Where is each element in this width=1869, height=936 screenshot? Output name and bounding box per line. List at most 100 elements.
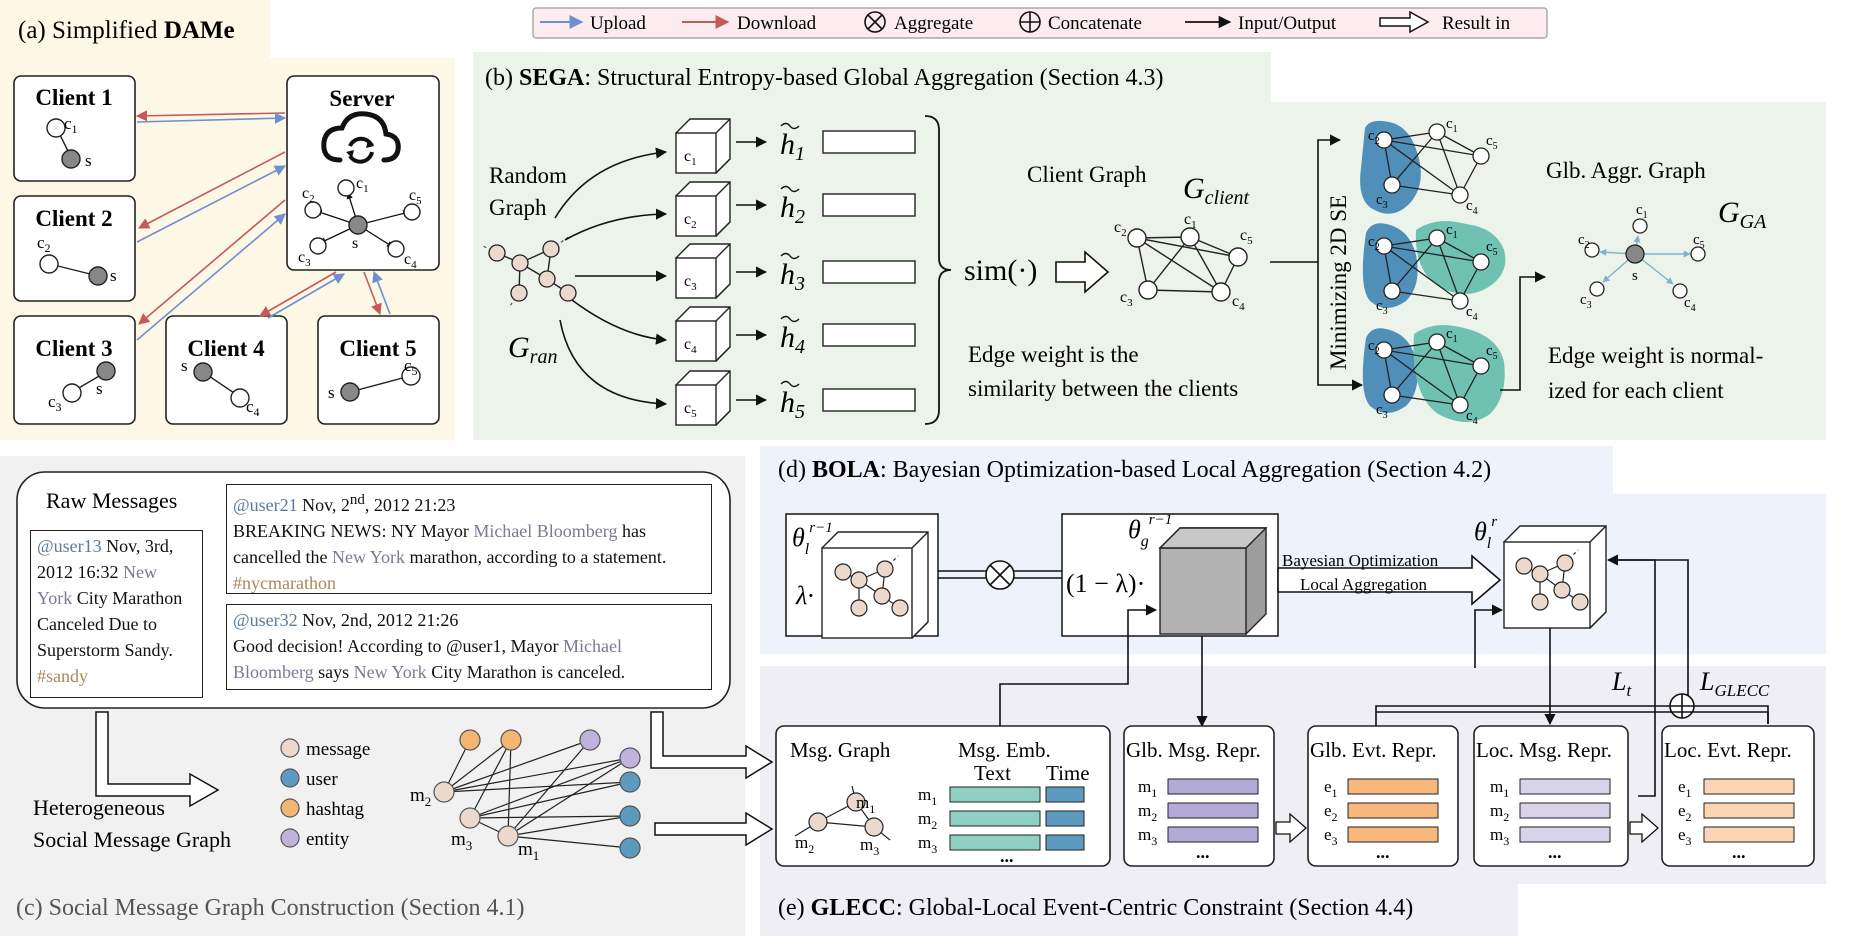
svg-text:h3: h3 <box>780 258 805 295</box>
svg-text:c5: c5 <box>1486 343 1498 362</box>
bola-glecc-connectors <box>999 554 1769 797</box>
client-5-box: Client 5 s c5 <box>317 315 440 425</box>
loss-t-label: Lt <box>1611 667 1632 700</box>
client-graph <box>1127 227 1248 302</box>
client-cube-2: c2 <box>675 181 731 237</box>
minimizing-se-label: Minimizing 2D SE <box>1326 195 1351 370</box>
loss-glecc-label: LGLECC <box>1699 667 1770 700</box>
svg-text:c4: c4 <box>1466 198 1478 217</box>
svg-text:h1: h1 <box>780 128 805 165</box>
client-3-box: Client 3 c3 s <box>13 315 136 425</box>
aggregate-icon <box>864 11 886 33</box>
one-minus-lambda-label: (1 − λ)· <box>1066 569 1145 598</box>
svg-text:c1: c1 <box>1446 326 1458 345</box>
random-graph-to-clients-arrows <box>554 147 668 410</box>
loc-msg-to-evt-arrow <box>1629 812 1659 844</box>
hetero-to-msg-graph-arrow <box>654 811 774 847</box>
glb-msg-to-evt-arrow <box>1275 812 1307 844</box>
to-glb-aggr-arrow <box>1500 271 1547 391</box>
raw-to-msg-graph-arrow <box>650 711 774 780</box>
edge-weight-text: Edge weight is the similarity between th… <box>968 342 1238 401</box>
svg-text:c5: c5 <box>1486 239 1498 258</box>
svg-text:Glb. Msg. Repr.: Glb. Msg. Repr. <box>1126 738 1261 762</box>
svg-text:c3: c3 <box>1376 298 1388 317</box>
legend-aggregate: Aggregate <box>894 13 973 34</box>
minimize-se-arrow <box>1270 134 1342 263</box>
panel-d-title: (d) BOLA: Bayesian Optimization-based Lo… <box>778 457 1491 483</box>
svg-text:c4: c4 <box>1466 304 1478 323</box>
svg-text:c3: c3 <box>1376 192 1388 211</box>
client-2-box: Client 2 c2 s <box>13 195 136 302</box>
svg-text:c4: c4 <box>1466 408 1478 427</box>
svg-text:Text: Text <box>974 761 1011 785</box>
svg-text:Time: Time <box>1046 761 1090 785</box>
random-graph-label: Random Graph <box>489 163 573 220</box>
svg-text:s: s <box>352 235 358 252</box>
updated-local-model-cube <box>1503 525 1607 629</box>
client-graph-labels: c2 c1 c5 c3 c4 <box>1114 211 1253 313</box>
hetero-graph-label: Heterogeneous Social Message Graph <box>33 795 231 852</box>
client-1-box: Client 1 c1 s <box>13 75 136 182</box>
legend-upload: Upload <box>590 13 646 34</box>
raw-message-2: @user21 Nov, 2nd, 2012 21:23 BREAKING NE… <box>226 484 712 594</box>
hetero-graph: m2 m3 m1 <box>410 729 641 863</box>
svg-text:c2: c2 <box>1368 128 1380 147</box>
svg-text:h2: h2 <box>780 191 805 228</box>
bo-label-1: Bayesian Optimization <box>1282 551 1439 570</box>
svg-text:s: s <box>110 266 117 285</box>
raw-message-1: @user13 Nov, 3rd, 2012 16:32 New York Ci… <box>30 530 203 698</box>
client-cube-1: c1 <box>675 118 731 174</box>
svg-text:c4: c4 <box>1684 295 1696 314</box>
loc-msg-repr-box: Loc. Msg. Repr. m1 m2 m3 ... <box>1473 725 1629 867</box>
server-box: Server c1 c2 c5 c3 c4 s <box>286 75 440 271</box>
legend-bar: Upload Download Aggregate Concatenate In… <box>532 7 1548 39</box>
svg-text:Loc. Evt. Repr.: Loc. Evt. Repr. <box>1664 738 1792 762</box>
client-server-arrows <box>135 110 391 341</box>
normalized-text: Edge weight is normal- ized for each cli… <box>1548 343 1769 403</box>
svg-text:...: ... <box>1196 842 1210 862</box>
g-client-label: Gclient <box>1183 172 1250 209</box>
panel-d-title-bg <box>760 446 1613 494</box>
panel-e-title: (e) GLECC: Global-Local Event-Centric Co… <box>778 895 1413 921</box>
svg-text:...: ... <box>1732 842 1746 862</box>
panel-a-title: (a) Simplified DAMe <box>18 17 235 44</box>
svg-text:user: user <box>306 769 338 790</box>
svg-text:...: ... <box>1000 846 1014 866</box>
svg-text:c5: c5 <box>1486 133 1498 152</box>
glb-evt-repr-box: Glb. Evt. Repr. e1 e2 e3 ... <box>1307 725 1459 867</box>
svg-text:Client 5: Client 5 <box>339 336 416 361</box>
sim-label: sim(·) <box>964 254 1037 287</box>
local-model-cube <box>821 531 929 639</box>
global-model-cube <box>1158 527 1268 635</box>
random-graph <box>482 235 577 307</box>
client-cube-5: c5 <box>675 370 731 426</box>
legend-result: Result in <box>1442 13 1511 34</box>
svg-text:Client 1: Client 1 <box>35 85 112 110</box>
concatenate-op-icon <box>1669 693 1695 719</box>
legend-download: Download <box>737 13 817 34</box>
svg-text:c2: c2 <box>1578 232 1590 251</box>
svg-text:Loc. Msg. Repr.: Loc. Msg. Repr. <box>1476 738 1612 762</box>
panel-e-title-bg <box>760 884 1518 936</box>
svg-text:h4: h4 <box>780 321 805 358</box>
svg-text:s: s <box>328 383 335 402</box>
g-ran-label: Gran <box>508 331 557 368</box>
svg-text:Glb. Evt. Repr.: Glb. Evt. Repr. <box>1310 738 1437 762</box>
panel-b-title-bg <box>473 52 1271 102</box>
svg-text:entity: entity <box>306 829 350 850</box>
raw-to-hetero-arrow <box>95 711 220 808</box>
client-cube-4: c4 <box>675 306 731 362</box>
bo-label-2: Local Aggregation <box>1300 575 1427 594</box>
se-partition-1: c2 c1 c5 c3 c4 <box>1360 116 1498 217</box>
svg-text:Client 2: Client 2 <box>35 206 112 231</box>
panel-c-title: (c) Social Message Graph Construction (S… <box>16 895 525 921</box>
svg-text:c1: c1 <box>1446 116 1458 135</box>
social-graph-legend: message user hashtag entity <box>280 738 370 850</box>
cloud-sync-icon <box>321 111 401 164</box>
svg-text:c3: c3 <box>1580 292 1592 311</box>
svg-text:c3: c3 <box>1376 402 1388 421</box>
client-graph-label: Client Graph <box>1027 162 1147 187</box>
